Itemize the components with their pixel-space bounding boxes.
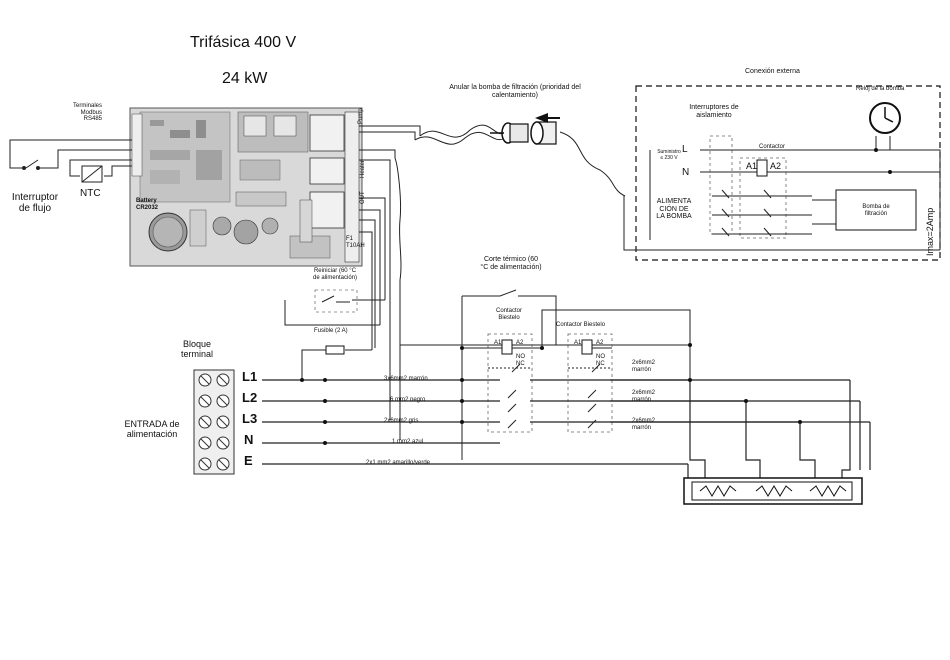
terminal-L2: L2	[242, 390, 258, 405]
modbus-terminals-label: Terminales Modbus RS485	[72, 103, 102, 123]
wire-n-label: 1 mm2 azul	[392, 439, 424, 445]
heater-wire-3-label: 2x6mm2 marrón	[632, 418, 656, 431]
external-A1-label: A1	[746, 161, 758, 171]
relay-pump-label: Pump	[358, 108, 364, 124]
flow-switch-label: Interruptor de flujo	[11, 192, 59, 214]
terminal-L1: L1	[242, 369, 258, 384]
external-connection	[623, 85, 941, 261]
pump-clock-label: Reloj de la bomba	[856, 86, 905, 92]
terminal-N: N	[244, 432, 254, 447]
relay-heater-label: Heater	[360, 159, 366, 178]
external-L-label: L	[682, 144, 688, 155]
contactor-label: Contactor	[759, 144, 786, 150]
contactor2-NC: NC	[596, 361, 605, 367]
diagram-title: Trifásica 400 V	[190, 34, 297, 51]
supply-label: Suministro ≤ 230 V	[657, 149, 681, 161]
external-N-label: N	[682, 167, 690, 178]
relay-fuse-label: F1 T10AH	[346, 236, 365, 249]
fuse-label: Fusible (2 A)	[314, 328, 348, 334]
reset-label: Reiniciar (60 °C de alimentación)	[312, 268, 358, 281]
control-board	[129, 107, 363, 267]
pump-override-plug	[490, 113, 560, 145]
wire-l2-label: 6 mm2 negro	[390, 397, 426, 403]
isolation-switches-label: Interruptores de aislamiento	[689, 104, 739, 119]
power-rating: 24 kW	[222, 70, 268, 87]
terminal-E: E	[244, 453, 253, 468]
wire-e-label: 2x1 mm2 amarillo/verde	[366, 460, 431, 466]
ntc-label: NTC	[80, 188, 101, 199]
power-input-label: ENTRADA de alimentación	[124, 419, 180, 439]
heater-element	[683, 477, 863, 505]
heater-wire-2-label: 2x6mm2 marrón	[632, 390, 656, 403]
battery-label: Battery CR2032	[136, 198, 159, 211]
external-connection-title: Conexión externa	[745, 68, 800, 75]
terminal-L3: L3	[242, 411, 258, 426]
contactor1-A1: A1	[494, 340, 502, 346]
contactor1-NC: NC	[516, 361, 525, 367]
pump-override-label: Anular la bomba de filtración (prioridad…	[449, 84, 581, 99]
pump-supply-label: ALIMENTA CIÓN DE LA BOMBA	[656, 198, 692, 221]
contactor2-A2: A2	[596, 340, 604, 346]
contactor1-label: Contactor Biestelo	[495, 308, 522, 321]
heater-wire-1-label: 2x6mm2 marrón	[632, 360, 656, 373]
contactor2-label: Contactor Biestelo	[556, 322, 606, 328]
junction-dots	[300, 343, 802, 445]
sensor-wires	[9, 139, 132, 183]
contactor1-A2: A2	[516, 340, 524, 346]
relay-out-label: OUT	[360, 191, 366, 204]
power-lines	[262, 379, 871, 490]
contactor2-A1: A1	[574, 340, 582, 346]
contactors	[314, 289, 691, 460]
imax-label: Imax=2Amp	[925, 207, 935, 256]
thermal-cut-label: Corte térmico (60 °C de alimentación)	[480, 256, 542, 271]
contactor1-NO: NO	[516, 354, 525, 360]
filtration-pump-label: Bomba de filtración	[862, 204, 890, 217]
terminal-block	[193, 369, 235, 475]
board-output-wires	[284, 124, 691, 440]
terminal-block-label: Bloque terminal	[180, 339, 213, 359]
external-A2-label: A2	[770, 161, 782, 171]
wire-l1-label: 3x6mm2 marrón	[384, 376, 428, 382]
wire-l3-label: 2x6mm2 gris	[384, 418, 419, 424]
contactor2-NO: NO	[596, 354, 605, 360]
